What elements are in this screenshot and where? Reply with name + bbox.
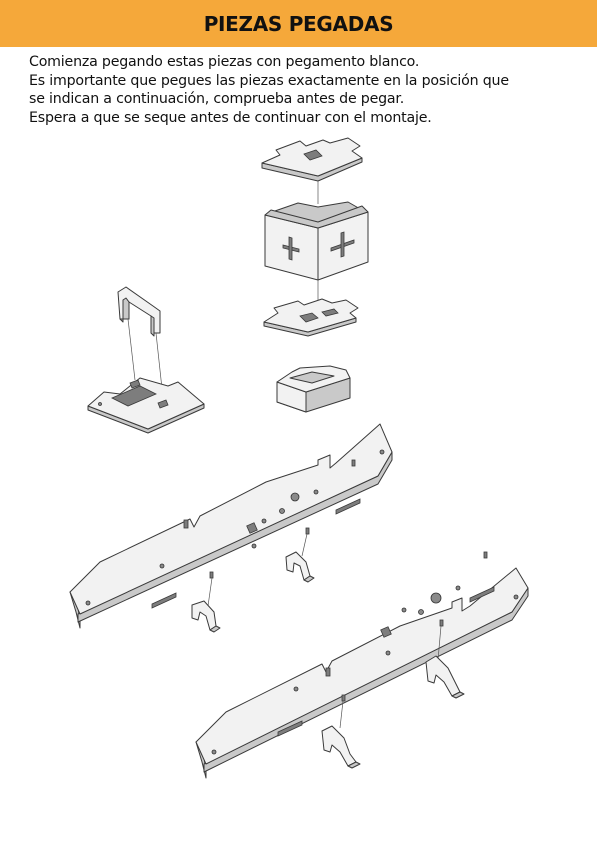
guide-line	[339, 700, 344, 729]
cube-bottom-plate	[263, 298, 359, 337]
cube-body	[264, 201, 369, 281]
page-header: PIEZAS PEGADAS	[0, 0, 597, 47]
hook-clip	[285, 551, 315, 583]
side-panel-upper	[69, 423, 393, 629]
hook-clip	[321, 725, 361, 769]
page-title: PIEZAS PEGADAS	[203, 11, 394, 36]
side-panel-lower	[195, 551, 529, 779]
hook-clip	[425, 655, 465, 699]
cube-base-frame	[276, 365, 351, 413]
bracket-clip	[117, 286, 161, 337]
guide-line	[301, 533, 308, 557]
guide-line	[207, 577, 213, 607]
instruction-line: Espera a que se seque antes de continuar…	[29, 109, 432, 126]
hook-clip	[191, 600, 221, 633]
instructions: Comienza pegando estas piezas con pegame…	[29, 53, 589, 127]
bracket-base-plate	[87, 377, 205, 434]
instruction-line: Comienza pegando estas piezas con pegame…	[29, 54, 420, 70]
guide-line	[127, 318, 136, 381]
instruction-line: se indican a continuación, comprueba ant…	[29, 91, 405, 108]
guide-line	[437, 625, 442, 661]
instruction-line: Es importante que pegues las piezas exac…	[29, 72, 509, 89]
cube-top-plate	[261, 137, 363, 182]
